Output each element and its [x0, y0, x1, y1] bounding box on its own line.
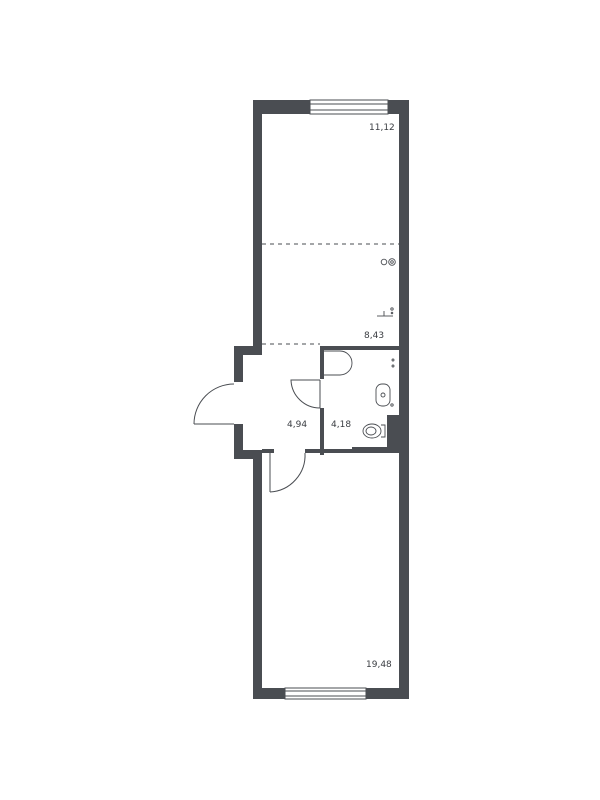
window-bottom	[284, 687, 367, 700]
outer-walls	[234, 100, 409, 699]
wall-bath-left	[320, 346, 324, 379]
hallway-area-label: 4,94	[287, 420, 307, 430]
kitchen-sink-icon	[377, 307, 394, 317]
kitchen-area-label: 8,43	[364, 331, 384, 341]
bottom-room-door	[269, 452, 306, 493]
shower-drain-icon	[390, 403, 394, 407]
wall-bath-bottom-thick	[352, 447, 400, 453]
stove-icon	[380, 258, 396, 266]
entry-door	[193, 383, 235, 425]
sink-fixture	[375, 358, 395, 407]
bathroom-area-label: 4,18	[331, 420, 351, 430]
room-top-area-label: 11,12	[369, 123, 395, 133]
wall-step-lower	[234, 450, 262, 459]
wall-bottom-left	[253, 688, 285, 699]
toilet-fixture	[362, 423, 386, 439]
wall-bath-right	[387, 415, 400, 451]
bathroom-door	[290, 379, 321, 409]
wall-step-upper	[234, 346, 262, 355]
window-top	[309, 99, 389, 115]
wall-entry-upper	[234, 346, 243, 382]
wall-bath-right-inner	[387, 415, 390, 451]
wall-bottom-right	[366, 688, 409, 699]
wall-top-left	[253, 100, 310, 114]
wall-bath-top	[320, 346, 400, 350]
wall-left-lower	[253, 450, 262, 699]
bathtub-fixture	[324, 350, 353, 376]
wall-entry-lower	[234, 424, 243, 459]
wall-left-upper	[253, 100, 262, 350]
wall-door-stub	[262, 449, 274, 453]
wall-bath-left-lower	[320, 408, 324, 455]
interior-walls	[262, 346, 400, 455]
room-bottom-area-label: 19,48	[366, 660, 392, 670]
wall-right	[399, 100, 409, 699]
